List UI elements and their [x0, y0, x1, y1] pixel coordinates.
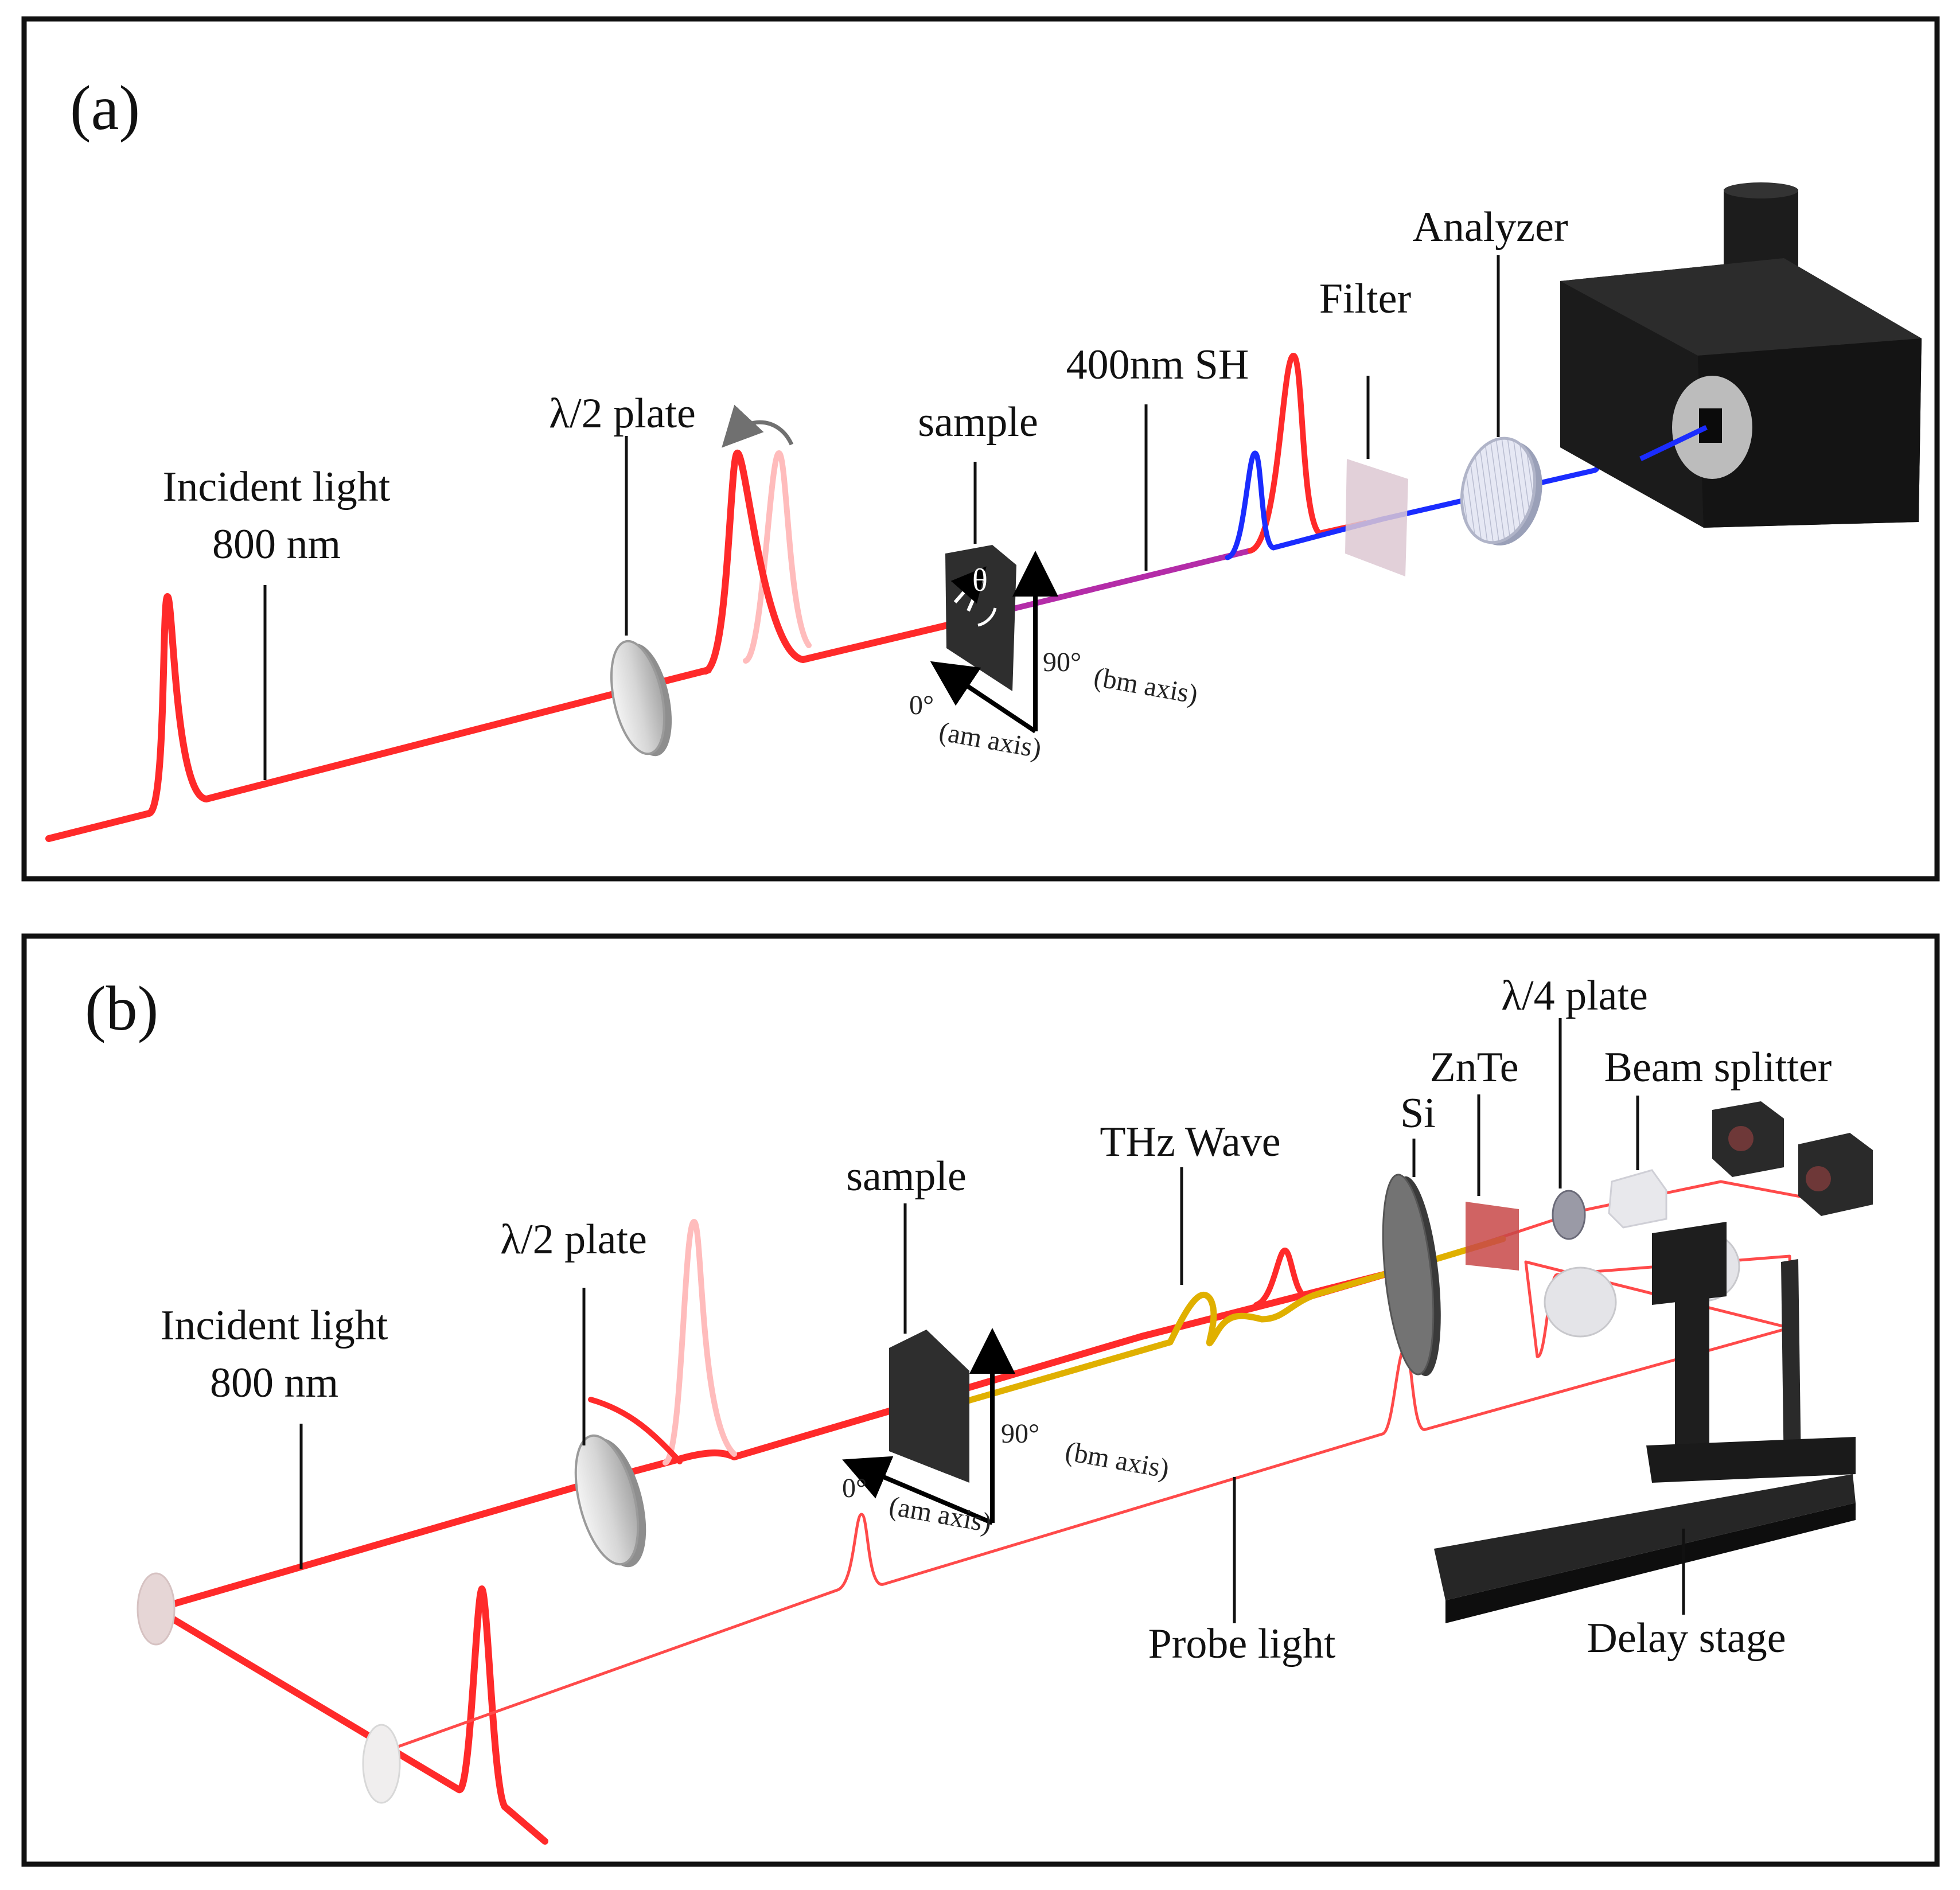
probe-light-label: Probe light [1148, 1620, 1336, 1667]
mirror-1 [137, 1572, 176, 1646]
sh-pulse [1225, 450, 1385, 560]
rotated-pulse-ghost [743, 450, 812, 664]
sample-b [889, 1330, 969, 1483]
thz-wave [949, 1236, 1506, 1409]
sh-into-detector [1639, 424, 1708, 462]
split-beam [153, 1585, 548, 1845]
quarter-wave-plate-label: λ/4 plate [1501, 972, 1648, 1019]
half-wave-plate-label-b: λ/2 plate [500, 1216, 647, 1263]
rotated-pulse [702, 449, 956, 675]
si-wafer [1382, 1174, 1441, 1377]
a-axis-arrow-b [842, 1456, 993, 1525]
panel-a: θ (a) Incident light 800 nm [21, 16, 1940, 882]
incident-wavelength-label-a: 800 nm [212, 521, 341, 568]
filter [1345, 459, 1408, 576]
angle-90-label-b: 90° [1001, 1419, 1039, 1449]
znte-label: ZnTe [1429, 1044, 1518, 1091]
filter-label: Filter [1319, 275, 1411, 322]
si-label: Si [1400, 1090, 1436, 1137]
photodetector-1 [1712, 1101, 1784, 1177]
angle-90-label-a: 90° [1043, 647, 1081, 677]
pump-pulse-ghost-b [663, 1218, 737, 1466]
theta-symbol: θ [972, 563, 988, 598]
incident-beam [45, 593, 712, 842]
angle-0-label-b: 0° [842, 1473, 867, 1503]
analyzer [1460, 437, 1542, 545]
analyzer-label: Analyzer [1412, 204, 1568, 251]
panel-b: (b) Incident light 800 nm λ/2 plate samp… [21, 933, 1940, 1867]
incident-light-label-b: Incident light [161, 1302, 388, 1349]
delay-stage [1434, 1222, 1856, 1623]
sample-a: θ [945, 545, 1016, 691]
angle-0-label-a: 0° [909, 690, 934, 720]
half-wave-plate-b [574, 1434, 646, 1568]
incident-light-label-a: Incident light [163, 463, 391, 511]
delay-stage-label: Delay stage [1587, 1615, 1786, 1662]
sample-label-b: sample [846, 1153, 967, 1200]
probe-mirror-1 [1544, 1267, 1617, 1338]
detector-camera [1560, 182, 1922, 528]
beam-after-sample [978, 548, 1253, 619]
sample-label-a: sample [918, 399, 1038, 446]
quarter-wave-plate [1552, 1190, 1586, 1240]
a-axis-arrow-a [930, 661, 1037, 734]
panel-a-label: (a) [70, 73, 140, 143]
beam-splitter [1608, 1169, 1667, 1229]
znte-crystal [1466, 1202, 1519, 1271]
sh-label: 400nm SH [1066, 341, 1249, 388]
probe-beam [388, 1254, 1794, 1751]
mirror-2 [362, 1724, 401, 1804]
incident-wavelength-label-b: 800 nm [210, 1359, 338, 1406]
thz-wave-label: THz Wave [1100, 1119, 1280, 1166]
rotation-arrow [722, 404, 794, 448]
photodetector-2 [1798, 1133, 1873, 1216]
panel-b-label: (b) [85, 973, 158, 1043]
pump-pulse-near-si [1253, 1247, 1402, 1308]
half-wave-plate-label-a: λ/2 plate [549, 390, 696, 437]
pump-pulse-b [588, 1397, 683, 1464]
beam-splitter-label: Beam splitter [1604, 1044, 1832, 1091]
half-wave-plate-a [610, 640, 672, 757]
fundamental-pulse-after-sample [1248, 352, 1368, 554]
